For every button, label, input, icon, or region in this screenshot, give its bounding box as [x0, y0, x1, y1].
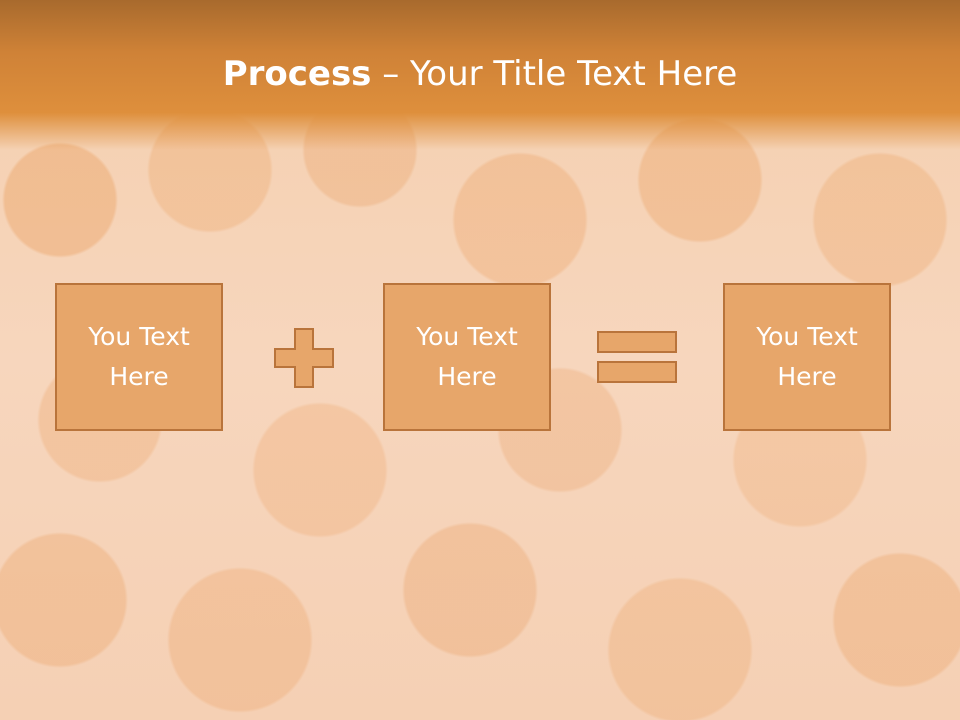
process-box-3: You Text Here — [723, 283, 891, 431]
process-box-1: You Text Here — [55, 283, 223, 431]
process-box-2-text: You Text Here — [416, 322, 518, 391]
title-banner — [0, 0, 960, 150]
process-box-2: You Text Here — [383, 283, 551, 431]
equals-icon — [597, 331, 677, 383]
title-rest: – Your Title Text Here — [371, 54, 738, 94]
process-box-3-text: You Text Here — [756, 322, 858, 391]
plus-icon — [274, 328, 334, 388]
process-box-1-text: You Text Here — [88, 322, 190, 391]
title-bold: Process — [222, 54, 372, 94]
slide-title: Process – Your Title Text Here — [0, 52, 960, 96]
